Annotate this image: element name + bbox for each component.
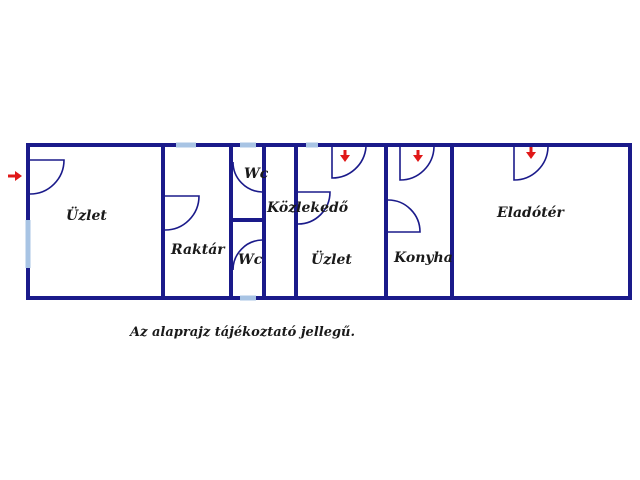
entrance-arrows (8, 147, 536, 181)
room-label-eladoter: Eladótér (496, 205, 566, 221)
doors (29, 146, 549, 271)
door-kozlekedo-top (331, 146, 367, 179)
door-konyha-side (387, 199, 421, 233)
door-entrance-left (29, 159, 65, 195)
room-label-uzlet-left: Üzlet (66, 205, 107, 224)
room-label-raktar: Raktár (170, 242, 226, 258)
plan-caption: Az alaprajz tájékoztató jellegű. (128, 325, 355, 340)
door-eladoter-top (513, 146, 549, 181)
room-label-kozlekedo: Közlekedő (266, 200, 349, 216)
door-raktar (164, 195, 200, 231)
entrance-arrow-left-icon (8, 171, 22, 181)
entrance-arrow-eladoter-icon (526, 147, 536, 159)
windows (25, 142, 318, 301)
door-konyha-top (399, 146, 435, 181)
entrance-arrow-kozlekedo-icon (340, 150, 350, 162)
entrance-arrow-konyha-icon (413, 150, 423, 162)
room-label-konyha: Konyha (393, 250, 453, 266)
door-wc-upper (232, 161, 263, 193)
door-wc-lower (232, 239, 263, 271)
room-label-wc-upper: Wc (244, 166, 269, 182)
room-label-wc-lower: Wc (238, 252, 263, 268)
room-label-uzlet-mid: Üzlet (311, 249, 352, 268)
door-kozlekedo-side (297, 191, 331, 225)
interior-walls (161, 143, 454, 300)
